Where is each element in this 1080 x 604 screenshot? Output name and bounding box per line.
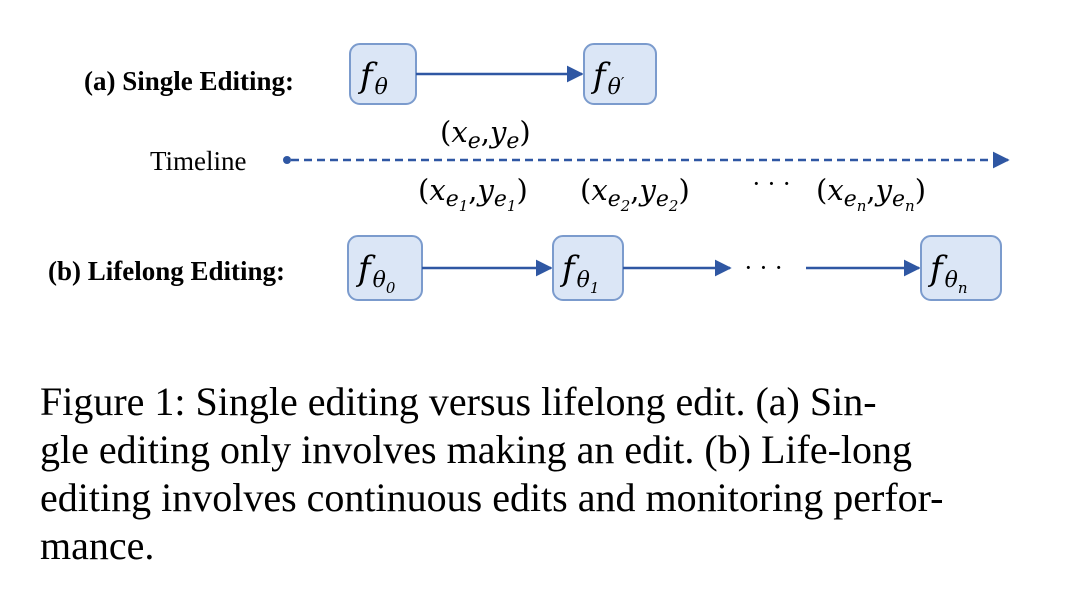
lifelong-model-n: fθn bbox=[920, 235, 1002, 301]
model-box bbox=[583, 43, 657, 105]
editing-diagram: (a) Single Editing: fθ fθ′ (xe,ye) Timel… bbox=[48, 43, 1010, 301]
timeline-start-dot bbox=[283, 156, 291, 164]
lifelong-model-1: fθ1 bbox=[552, 235, 624, 301]
single-edit-pair: (xe,ye) bbox=[440, 115, 531, 154]
caption-line: gle editing only involves making an edit… bbox=[40, 427, 913, 472]
lifelong-editing-label: (b) Lifelong Editing: bbox=[48, 256, 285, 286]
lifelong-edit-pair-n: (xen,yen) bbox=[816, 173, 926, 215]
lifelong-edit-pair-1: (xe1,ye1) bbox=[418, 173, 528, 215]
single-editing-label: (a) Single Editing: bbox=[84, 66, 294, 96]
lifelong-edit-pair-2: (xe2,ye2) bbox=[580, 173, 690, 215]
models-ellipsis: · · · bbox=[744, 253, 783, 282]
caption-line: mance. bbox=[40, 523, 155, 568]
single-model-after: fθ′ bbox=[583, 43, 657, 105]
timeline-label: Timeline bbox=[150, 146, 247, 176]
edits-ellipsis: · · · bbox=[752, 169, 791, 198]
caption-line: Figure 1: Single editing versus lifelong… bbox=[40, 379, 877, 424]
caption-line: editing involves continuous edits and mo… bbox=[40, 475, 944, 520]
figure-caption: Figure 1: Single editing versus lifelong… bbox=[40, 378, 1040, 570]
single-model-before: fθ bbox=[349, 43, 417, 105]
model-box bbox=[920, 235, 1002, 301]
lifelong-model-0: fθ0 bbox=[347, 235, 423, 301]
